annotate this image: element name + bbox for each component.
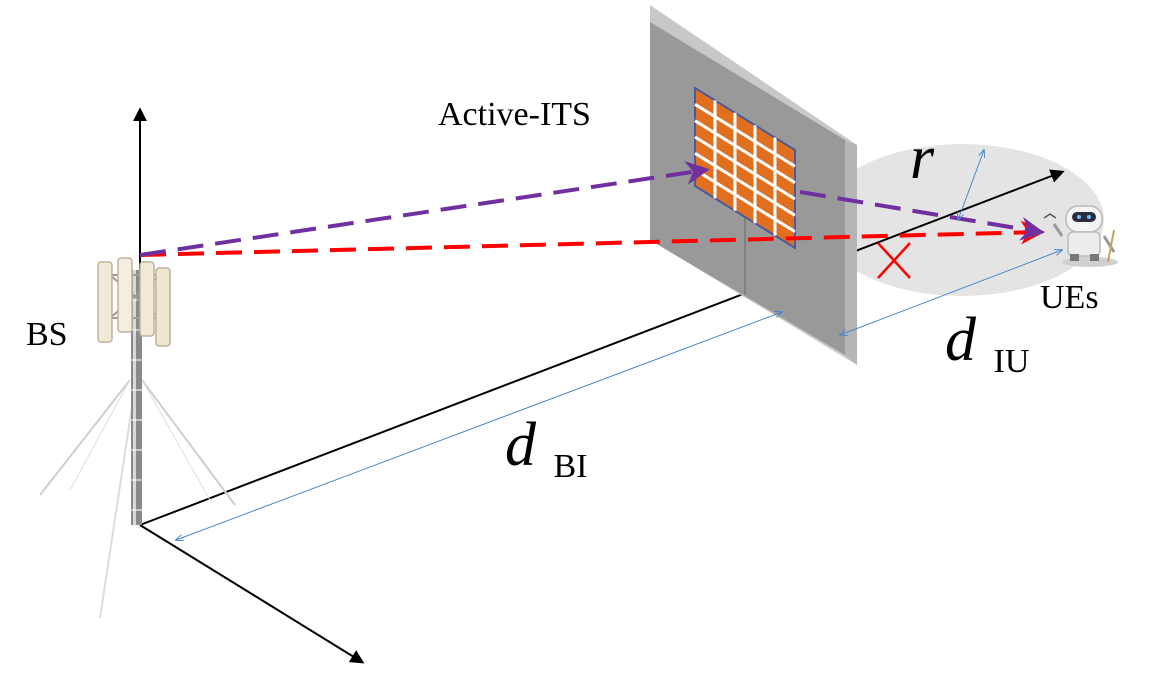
d-iu-label: d IU	[945, 306, 1029, 380]
d-bi-main: d	[505, 411, 537, 479]
d-iu-sub: IU	[994, 343, 1030, 380]
x-axis	[139, 169, 1065, 526]
d-bi-label: d BI	[505, 411, 588, 485]
d-bi-sub: BI	[554, 448, 588, 485]
base-station-tower	[39, 257, 236, 619]
link-its-to-ue	[799, 190, 1045, 241]
active-its-label: Active-ITS	[438, 96, 591, 133]
distance-arrow-bs-its	[176, 312, 782, 540]
ues-label: UEs	[1040, 279, 1099, 316]
radius-label: r	[910, 124, 935, 192]
link-bs-to-its	[139, 160, 710, 257]
active-its-surface	[694, 86, 796, 250]
distance-arrow-its-ue	[840, 250, 1062, 335]
d-iu-main: d	[945, 306, 977, 374]
ue-robot-icon	[1043, 205, 1118, 267]
radius-arrow	[958, 150, 984, 220]
y-axis	[139, 524, 365, 664]
bs-label: BS	[26, 316, 68, 353]
